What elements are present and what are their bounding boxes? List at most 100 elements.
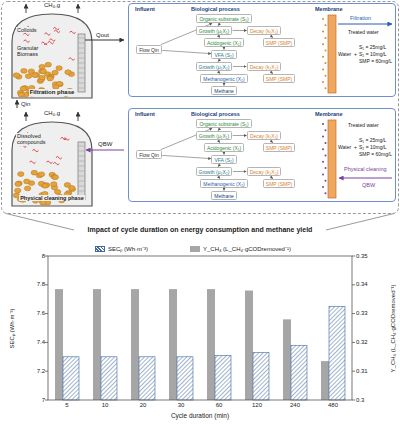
outflow-arrow	[85, 40, 124, 41]
smp-box: SMP (SMP)	[263, 143, 295, 152]
substrate-box: Organic substrate (S₁)	[196, 14, 251, 23]
axis-tick	[352, 256, 355, 257]
process-connector	[233, 66, 246, 67]
stream-label: Treated water	[348, 30, 379, 36]
box-label: Acidogenic (X₁)	[207, 145, 241, 151]
axis-tick	[352, 371, 355, 372]
granule	[51, 182, 57, 187]
box-label: Growth (μ₂X₂)	[199, 169, 230, 175]
tick-label: 0.33	[356, 310, 368, 317]
yield-bar	[55, 289, 63, 400]
decay-box: Decay (k₂X₂)	[247, 62, 282, 71]
flow-box: Flow Qin	[136, 45, 162, 54]
colloid-squiggle	[23, 33, 29, 36]
box-label: Decay (k₁X₁)	[250, 28, 278, 34]
axis-tick	[45, 256, 48, 257]
box-label: Flow Qin	[139, 47, 159, 53]
membrane-fibre	[78, 191, 85, 192]
membrane-fibre	[78, 48, 85, 49]
box-label: Organic substrate (S₁)	[199, 16, 248, 22]
flow-label: QBW	[362, 182, 375, 188]
colloid-squiggle	[49, 39, 55, 42]
granule	[39, 75, 45, 80]
tick-label: 0.32	[356, 339, 368, 346]
axis-tick	[352, 284, 355, 285]
membrane-module	[78, 142, 85, 200]
box-label: Flow Qin	[139, 152, 159, 158]
membrane-fibre	[78, 176, 85, 177]
yield-bar	[321, 361, 329, 400]
colloid-squiggle	[53, 27, 59, 30]
membrane-fibre	[78, 186, 85, 187]
box-label: Acidogenic (X₁)	[207, 40, 241, 46]
granule	[38, 172, 44, 177]
tick-label: 7	[42, 397, 45, 404]
process-connector	[162, 50, 211, 53]
colloid-squiggle	[54, 30, 60, 33]
granule	[25, 74, 31, 79]
process-connector	[233, 171, 246, 172]
stream-label: Treated water	[348, 123, 379, 129]
tick-label: 7.6	[37, 310, 45, 317]
legend-swatch	[95, 246, 105, 252]
granule	[65, 70, 71, 75]
smp-box: SMP (SMP)	[263, 74, 295, 83]
particle-dot	[325, 155, 327, 157]
inflow-arrow	[17, 100, 18, 108]
tick-label: 240	[290, 402, 300, 409]
colloid-squiggle	[32, 149, 38, 152]
membrane-fibre	[78, 146, 85, 147]
axis-tick	[45, 342, 48, 343]
membrane-fibre	[78, 83, 85, 84]
tick-label: 20	[140, 402, 147, 409]
section-heading: Biological process	[191, 6, 240, 12]
growth-box: Growth (μ₁X₁)	[196, 26, 232, 35]
decay-box: Decay (k₁X₁)	[247, 26, 281, 35]
yield-bar	[283, 319, 291, 400]
granule	[45, 62, 51, 67]
process-connector	[233, 135, 247, 136]
concentration-label: S₁ = 25mg/L	[359, 45, 386, 51]
tick-label: 7.8	[37, 281, 45, 288]
bracket-line	[6, 214, 74, 231]
colloid-squiggle	[24, 40, 30, 43]
growth-box: Growth (μ₂X₂)	[196, 167, 233, 176]
stream-label: +	[354, 52, 357, 58]
biomass-box: Acidogenic (X₁)	[204, 38, 244, 47]
granule	[18, 92, 24, 97]
tick-label: 7.4	[37, 339, 45, 346]
axis-tick	[352, 400, 355, 401]
stream-label: Water	[338, 145, 351, 151]
product-box: Methane	[211, 86, 236, 95]
energy-bar	[215, 355, 231, 400]
particle-dot	[322, 56, 324, 58]
legend-text: Y_CH₄ (L_CH₄·gCODremoved⁻¹)	[203, 245, 291, 253]
axis-tick	[352, 342, 355, 343]
flow-label: Qin	[21, 101, 30, 108]
particle-dot	[325, 37, 327, 39]
granule	[69, 186, 75, 191]
tick-label: 0.31	[356, 368, 368, 375]
granule	[16, 181, 22, 186]
section-heading: Membrane	[315, 6, 343, 12]
granule	[47, 75, 53, 80]
membrane-module	[78, 34, 85, 92]
membrane-fibre	[78, 38, 85, 39]
axis-title: Y_CH₄ (L_CH₄·gCODremoved⁻¹)	[390, 284, 397, 372]
energy-bar	[139, 357, 155, 400]
yield-bar	[131, 289, 139, 400]
axis-tick	[45, 400, 48, 401]
legend-text: SECₚ (Wh·m⁻³)	[108, 245, 148, 253]
box-label: Methanogenic (X₂)	[203, 181, 244, 187]
granule	[39, 64, 45, 69]
tick-label: 0.35	[356, 253, 368, 260]
gas-label: CH₄,g	[44, 110, 60, 117]
box-label: Organic substrate (S₁)	[199, 121, 248, 127]
gas-label: CH₄,g	[44, 2, 60, 9]
particle-dot	[325, 142, 327, 144]
reactor	[12, 112, 92, 206]
particle-dot	[325, 62, 327, 64]
tick-label: 8	[42, 253, 45, 260]
membrane-fibre	[78, 78, 85, 79]
phase-label: Physical cleaning phase	[19, 195, 85, 201]
